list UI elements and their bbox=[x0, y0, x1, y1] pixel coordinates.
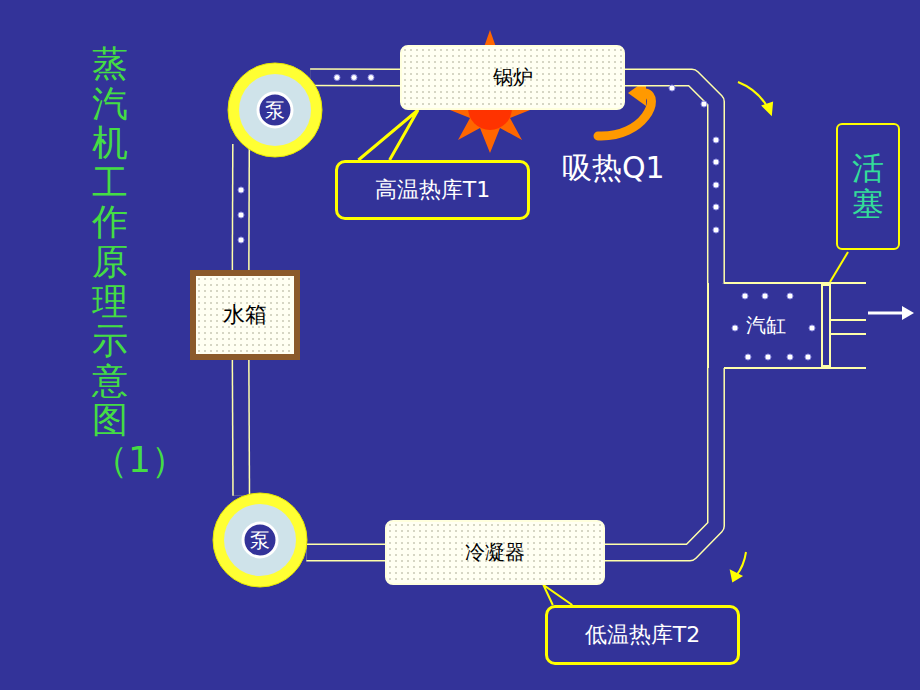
pipe-wall bbox=[310, 68, 400, 86]
steam-dot bbox=[742, 293, 748, 299]
callout-box: 高温热库T1 bbox=[335, 160, 530, 220]
steam-dot bbox=[669, 85, 675, 91]
steam-dot bbox=[701, 101, 707, 107]
steam-dot bbox=[713, 227, 719, 233]
node-text: 低温热库T2 bbox=[585, 620, 700, 650]
callout-tail bbox=[358, 110, 418, 160]
pipe-bore bbox=[306, 545, 385, 560]
boiler-box: 锅炉 bbox=[400, 45, 625, 110]
pump-outer-ring bbox=[228, 63, 322, 157]
flow-arrow bbox=[736, 552, 746, 576]
pipe-wall bbox=[306, 543, 385, 561]
pump-hub bbox=[243, 523, 277, 557]
piston-leader bbox=[830, 252, 848, 282]
node-text: 冷凝器 bbox=[465, 539, 525, 566]
motion-arrow bbox=[868, 306, 914, 320]
steam-dot bbox=[238, 237, 244, 243]
steam-dot bbox=[805, 354, 811, 360]
cylinder-wall bbox=[724, 282, 866, 284]
cylinder-wall bbox=[707, 283, 709, 368]
steam-dot bbox=[713, 159, 719, 165]
steam-dot bbox=[713, 182, 719, 188]
piston-rod bbox=[830, 319, 866, 321]
flow-arrow-head bbox=[763, 103, 772, 114]
pipe-bore bbox=[233, 360, 249, 496]
steam-dot bbox=[732, 325, 738, 331]
diagram-title: 蒸汽机工作原理示意图（1） bbox=[92, 44, 128, 480]
node-text: 活塞 bbox=[852, 151, 884, 221]
pump-inner-ring bbox=[224, 504, 296, 576]
heat-label: 吸热Q1 bbox=[562, 148, 665, 189]
motion-arrow-head bbox=[902, 306, 914, 320]
piston-rod bbox=[830, 333, 866, 335]
steam-dot bbox=[787, 293, 793, 299]
node-text: 泵 bbox=[250, 527, 270, 554]
pump-circle: 泵 bbox=[227, 62, 323, 158]
steam-dot bbox=[334, 75, 340, 81]
steam-dot bbox=[713, 204, 719, 210]
steam-dot bbox=[809, 325, 815, 331]
steam-dot bbox=[765, 354, 771, 360]
pipe-wall bbox=[232, 144, 250, 270]
pipe-bore bbox=[233, 144, 248, 270]
steam-dot bbox=[762, 293, 768, 299]
piston-label-box: 活塞 bbox=[836, 123, 900, 250]
flow-arrow bbox=[738, 82, 768, 108]
callout-pointer bbox=[358, 110, 418, 160]
steam-pipe bbox=[306, 552, 385, 553]
pipe-bore bbox=[310, 70, 400, 85]
cylinder-wall bbox=[724, 367, 866, 369]
piston bbox=[822, 252, 866, 366]
callout-box: 低温热库T2 bbox=[545, 605, 740, 665]
steam-dot bbox=[238, 212, 244, 218]
steam-pipe bbox=[240, 144, 241, 270]
steam-dot bbox=[238, 187, 244, 193]
pump-hub bbox=[258, 93, 292, 127]
flow-arrow-head bbox=[731, 571, 741, 581]
tank-box: 水箱 bbox=[190, 270, 300, 360]
steam-dot bbox=[787, 354, 793, 360]
steam-pipe bbox=[240, 360, 242, 496]
pipe-wall bbox=[605, 368, 716, 553]
pipe-bore bbox=[605, 368, 716, 553]
callout-leader bbox=[543, 585, 572, 605]
pump-outer-ring bbox=[213, 493, 307, 587]
callout-pointer bbox=[543, 585, 572, 605]
steam-dot bbox=[351, 75, 357, 81]
steam-dot bbox=[745, 354, 751, 360]
node-text: 汽缸 bbox=[746, 312, 786, 339]
cylinder bbox=[708, 272, 866, 368]
node-text: 泵 bbox=[265, 97, 285, 124]
piston-plate bbox=[822, 285, 830, 366]
pump-inner-ring bbox=[239, 74, 311, 146]
steam-dot bbox=[713, 137, 719, 143]
condenser-box: 冷凝器 bbox=[385, 520, 605, 585]
node-text: 高温热库T1 bbox=[375, 175, 490, 205]
pipe-wall bbox=[232, 360, 251, 496]
cylinder-box: 汽缸 bbox=[706, 283, 826, 368]
steam-dot bbox=[368, 75, 374, 81]
steam-pipe bbox=[605, 368, 716, 553]
motion-arrow-shaft bbox=[868, 312, 903, 315]
pump-circle: 泵 bbox=[212, 492, 308, 588]
node-text: 锅炉 bbox=[493, 64, 533, 91]
node-text: 水箱 bbox=[223, 300, 267, 330]
